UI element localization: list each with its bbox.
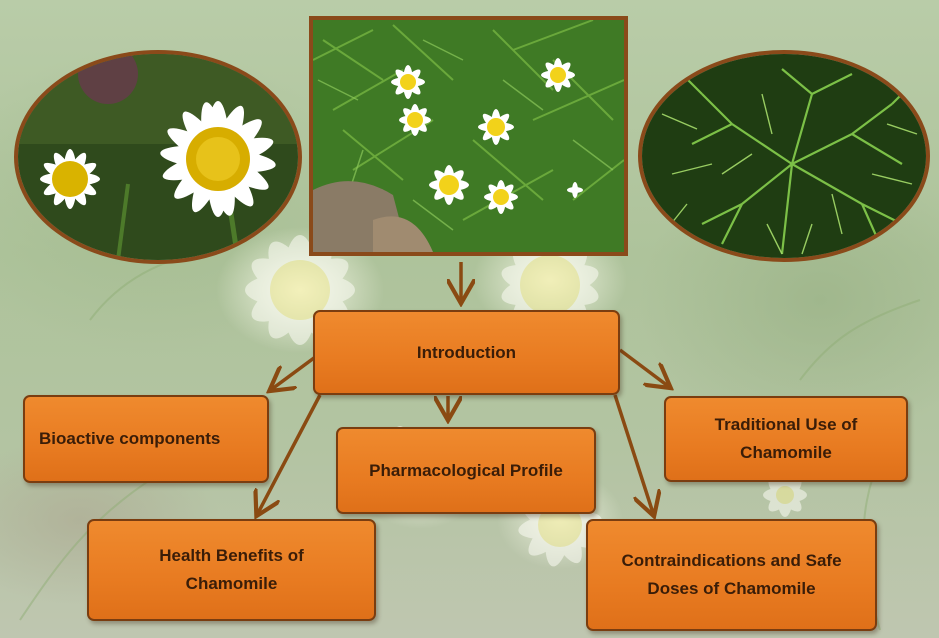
arrow-to-traditional <box>618 348 668 386</box>
node-introduction: Introduction <box>313 310 620 395</box>
chamomile-plant-photo <box>309 16 628 256</box>
node-contraindications: Contraindications and Safe Doses of Cham… <box>586 519 877 631</box>
node-pharmacological-profile: Pharmacological Profile <box>336 427 596 514</box>
arrow-to-bioactive <box>272 353 320 389</box>
node-health-label: Health Benefits of Chamomile <box>159 546 304 593</box>
node-pharmacological-label: Pharmacological Profile <box>369 460 563 480</box>
node-contraindications-label: Contraindications and Safe Doses of Cham… <box>621 551 842 598</box>
node-bioactive-label: Bioactive components <box>39 429 221 448</box>
arrow-to-health <box>258 394 322 513</box>
chamomile-leaves-photo <box>638 50 930 262</box>
node-traditional-label: Traditional Use of Chamomile <box>714 415 858 462</box>
node-traditional-use: Traditional Use of Chamomile <box>664 396 908 482</box>
node-introduction-label: Introduction <box>416 342 517 362</box>
node-health-benefits: Health Benefits of Chamomile <box>87 519 376 621</box>
node-bioactive-components: Bioactive components <box>23 395 269 483</box>
arrow-to-contraindications <box>613 394 653 513</box>
